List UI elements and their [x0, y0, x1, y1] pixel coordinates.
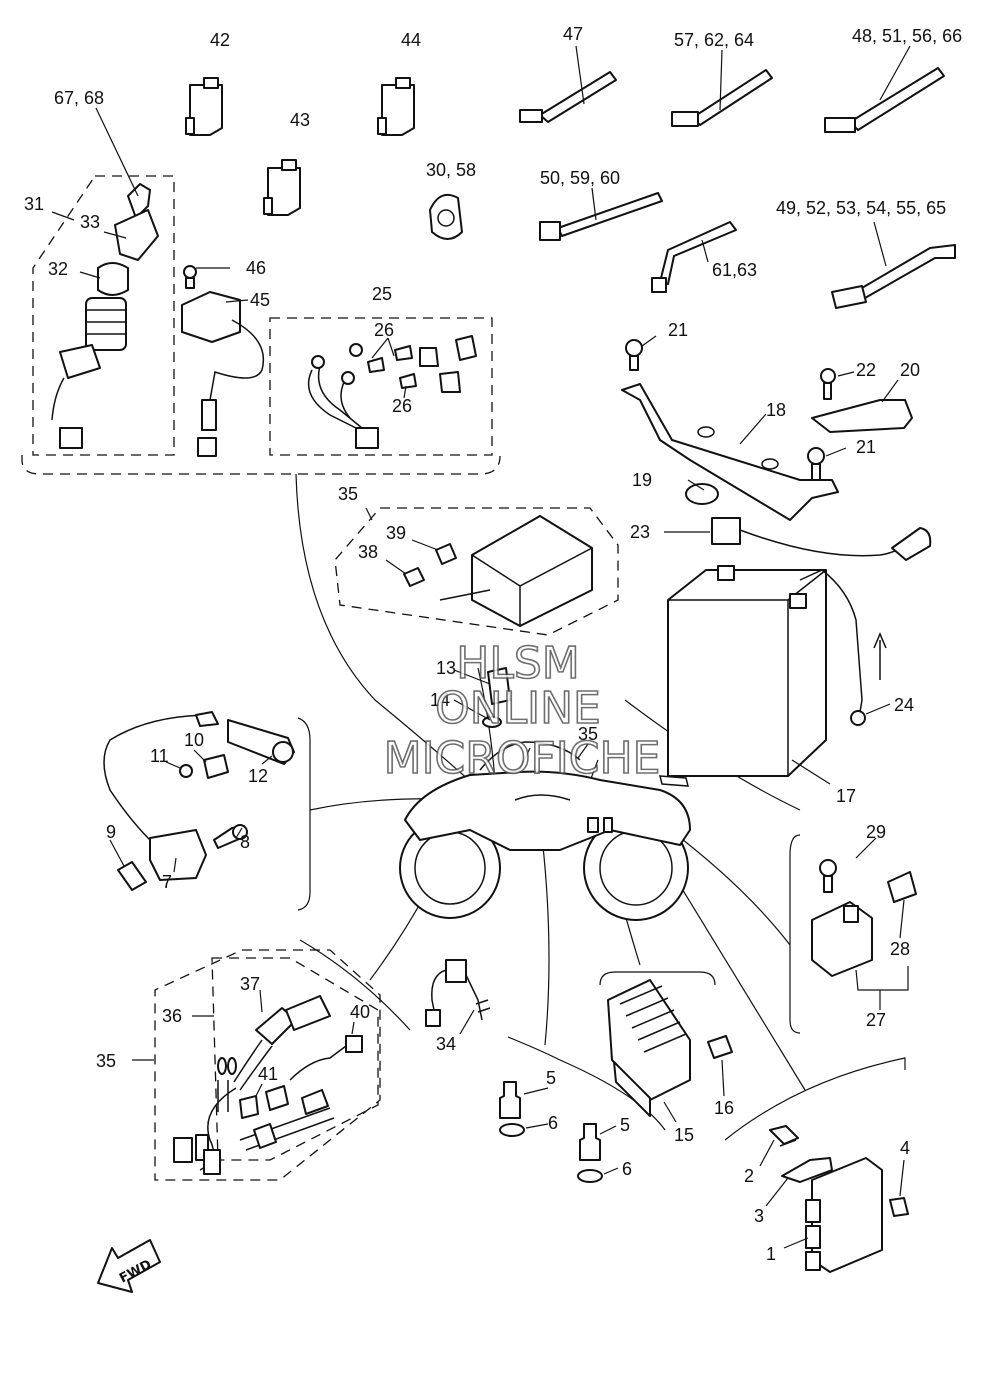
bolt-5-left — [499, 1081, 525, 1137]
ignitor-unit-1 — [769, 1125, 909, 1273]
label-25: 25 — [372, 284, 392, 304]
label-6-left: 6 — [548, 1113, 558, 1133]
sub-harness-35 — [173, 995, 363, 1175]
label-50-59-60: 50, 59, 60 — [540, 168, 620, 188]
bolt-5-right — [577, 1123, 603, 1183]
watermark: HLSM ONLINE MICROFICHE — [383, 637, 661, 785]
label-42: 42 — [210, 30, 230, 50]
label-35-harness: 35 — [96, 1051, 116, 1071]
battery-cable-24 — [799, 569, 887, 726]
label-34: 34 — [436, 1034, 456, 1054]
label-3: 3 — [754, 1206, 764, 1226]
coupler-44 — [377, 77, 415, 136]
label-39: 39 — [386, 523, 406, 543]
label-27: 27 — [866, 1010, 886, 1030]
cover-20 — [811, 399, 913, 433]
label-17: 17 — [836, 786, 856, 806]
label-23: 23 — [630, 522, 650, 542]
label-leaders — [51, 45, 911, 1249]
label-31: 31 — [24, 194, 44, 214]
fuse-holder-23 — [711, 517, 932, 561]
sensor-13 — [482, 667, 511, 728]
label-21-top: 21 — [668, 320, 688, 340]
label-28: 28 — [890, 939, 910, 959]
label-14: 14 — [430, 690, 450, 710]
rectifier-15 — [607, 979, 733, 1117]
cable-tie-61 — [651, 221, 737, 293]
fuse-39 — [435, 543, 457, 565]
relay-27 — [811, 859, 917, 977]
label-48-51-56-66: 48, 51, 56, 66 — [852, 26, 962, 46]
bolts-21-22 — [625, 339, 836, 481]
label-20: 20 — [900, 360, 920, 380]
label-12: 12 — [248, 766, 268, 786]
fuse-box-35 — [439, 515, 593, 627]
watermark-line-1: HLSM — [456, 638, 580, 689]
watermark-line-2: ONLINE — [435, 683, 601, 734]
label-49-52-53-54-55-65: 49, 52, 53, 54, 55, 65 — [776, 198, 946, 218]
label-44: 44 — [401, 30, 421, 50]
forward-direction-arrow: FWD — [97, 1239, 161, 1293]
label-24: 24 — [894, 695, 914, 715]
label-35-fusebox: 35 — [338, 484, 358, 504]
label-36: 36 — [162, 1006, 182, 1026]
label-40: 40 — [350, 1002, 370, 1022]
label-10: 10 — [184, 730, 204, 750]
label-46: 46 — [246, 258, 266, 278]
label-47: 47 — [563, 24, 583, 44]
fuse-38 — [403, 567, 425, 587]
label-43: 43 — [290, 110, 310, 130]
cable-tie-47 — [519, 71, 617, 123]
main-switch-assembly — [51, 183, 159, 449]
sub-harness-25 — [307, 335, 477, 449]
label-18: 18 — [766, 400, 786, 420]
cable-tie-50 — [539, 192, 663, 241]
clamp-30 — [429, 194, 463, 240]
label-45: 45 — [250, 290, 270, 310]
battery-17 — [667, 565, 827, 777]
label-6-right: 6 — [622, 1159, 632, 1179]
watermark-line-3: MICROFICHE — [384, 733, 661, 784]
label-4: 4 — [900, 1138, 910, 1158]
label-21-bottom: 21 — [856, 437, 876, 457]
label-15: 15 — [674, 1125, 694, 1145]
label-2: 2 — [744, 1166, 754, 1186]
label-26-top: 26 — [374, 320, 394, 340]
label-8: 8 — [240, 832, 250, 852]
label-13: 13 — [436, 658, 456, 678]
ignition-coil — [103, 711, 295, 891]
coupler-43 — [263, 159, 301, 216]
label-5-right: 5 — [620, 1115, 630, 1135]
battery-bracket-18 — [621, 383, 839, 521]
part-labels: 42 44 47 57, 62, 64 48, 51, 56, 66 67, 6… — [24, 24, 962, 1264]
label-33: 33 — [80, 212, 100, 232]
label-61-63: 61,63 — [712, 260, 757, 280]
label-30-58: 30, 58 — [426, 160, 476, 180]
label-32: 32 — [48, 259, 68, 279]
label-22: 22 — [856, 360, 876, 380]
relay-45 — [181, 265, 265, 457]
label-7: 7 — [162, 872, 172, 892]
label-29: 29 — [866, 822, 886, 842]
cable-tie-49 — [831, 244, 956, 309]
atv-outline — [399, 741, 691, 921]
coupler-42 — [185, 77, 223, 136]
label-38: 38 — [358, 542, 378, 562]
label-1: 1 — [766, 1244, 776, 1264]
label-9: 9 — [106, 822, 116, 842]
label-67-68: 67, 68 — [54, 88, 104, 108]
label-11: 11 — [150, 746, 169, 766]
label-57-62-64: 57, 62, 64 — [674, 30, 754, 50]
label-19: 19 — [632, 470, 652, 490]
cable-tie-48 — [824, 67, 945, 133]
label-26-bottom: 26 — [392, 396, 412, 416]
switch-34 — [425, 959, 491, 1027]
label-16: 16 — [714, 1098, 734, 1118]
label-37: 37 — [240, 974, 260, 994]
label-5-left: 5 — [546, 1068, 556, 1088]
label-41: 41 — [258, 1064, 278, 1084]
cable-tie-57 — [671, 69, 773, 127]
label-35-center: 35 — [578, 724, 598, 744]
